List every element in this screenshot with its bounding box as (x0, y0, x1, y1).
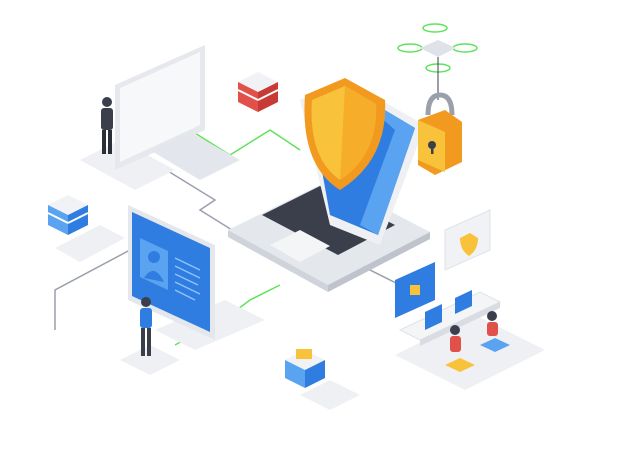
server-stack-icon (237, 72, 279, 112)
padlock-card-icon (395, 262, 435, 318)
person-standing-icon (101, 97, 113, 154)
shield-card-icon (444, 209, 491, 271)
shield-icon (304, 78, 386, 190)
person-pointing-icon (120, 297, 180, 375)
server-stack-icon (285, 349, 360, 410)
server-stack-icon (47, 195, 125, 262)
user-profile-icon (128, 205, 265, 350)
padlock-icon (418, 92, 462, 175)
drone-icon (397, 23, 478, 100)
office-desk-icon (395, 290, 545, 390)
